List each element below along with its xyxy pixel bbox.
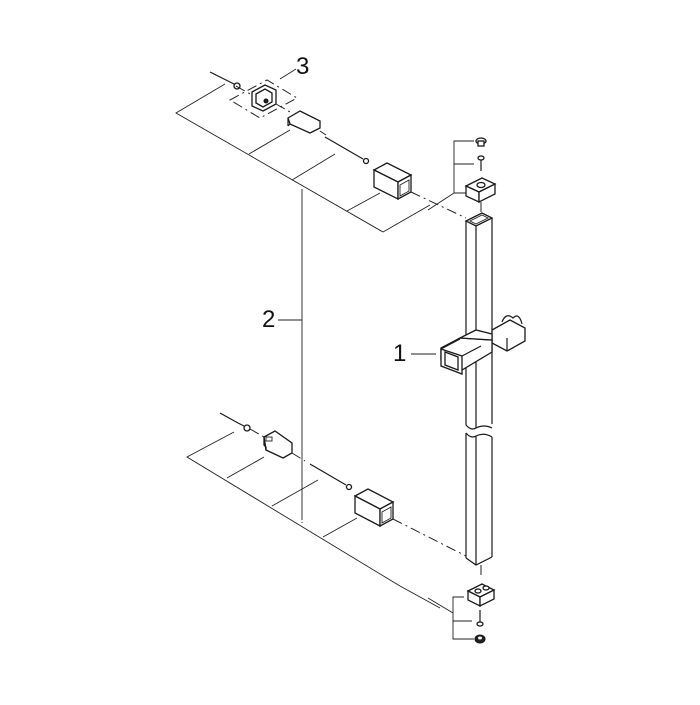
top-end-block-icon [464,177,497,204]
lower-long-screw-icon [309,463,353,491]
anchor-screw-icon [209,71,241,90]
small-screw-icon [477,155,485,171]
callout-3-label: 3 [296,53,310,80]
shower-rail [464,212,494,575]
bottom-end-block-icon [466,583,496,608]
top-end-fittings [427,137,497,215]
callout-1-label: 1 [393,340,407,367]
cap-button-icon [475,137,487,147]
bottom-end-fittings [427,583,496,644]
lower-bracket-plate-icon [263,430,293,459]
callout-2-label: 2 [262,306,276,333]
bottom-cap-nut-icon [474,634,486,644]
cover-plate-icon [251,84,277,112]
upper-end-sleeve-icon [372,162,413,201]
bottom-small-screw-icon [476,610,484,627]
long-screw-icon [324,136,370,165]
sliding-holder [411,315,526,375]
upper-bracket-assembly [175,68,467,520]
wall-bracket-plate-icon [287,110,321,134]
lower-anchor-screw-icon [219,412,251,432]
lower-bracket-assembly [186,412,467,609]
lower-end-sleeve-icon [353,488,395,528]
